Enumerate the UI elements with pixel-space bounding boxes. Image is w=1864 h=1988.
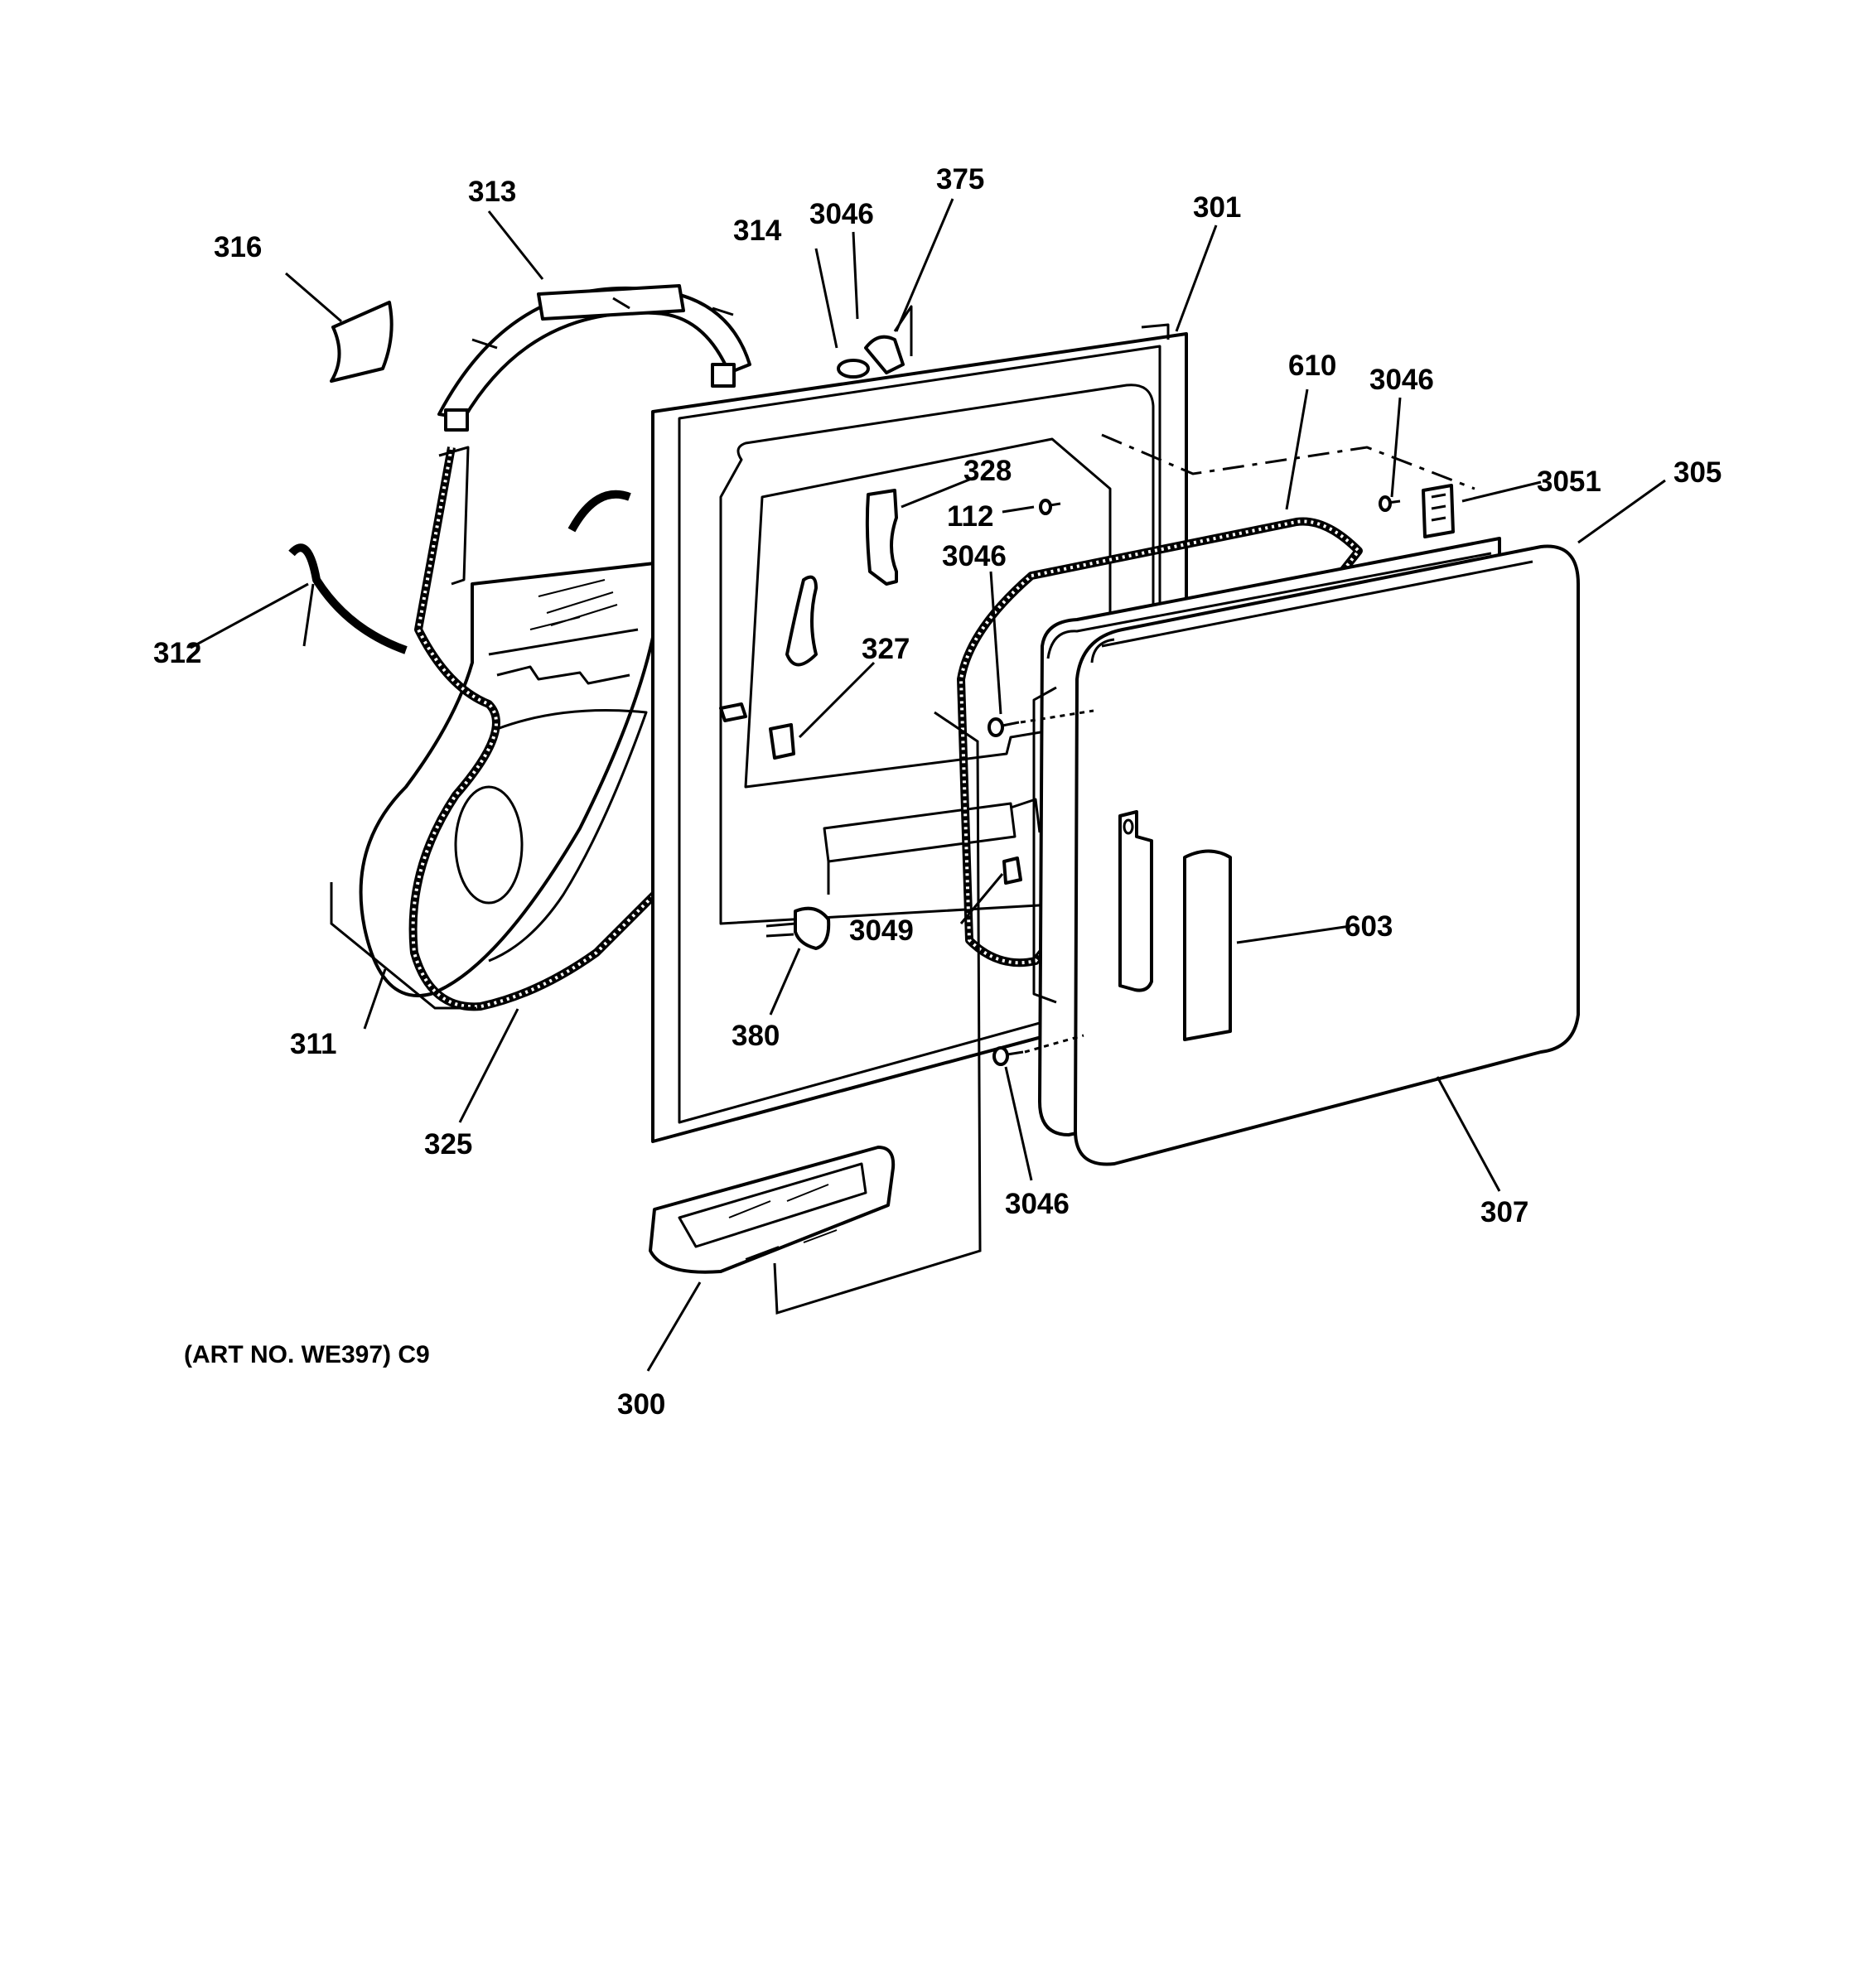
part-313-bracket (437, 284, 751, 432)
label-325: 325 (424, 1128, 472, 1160)
part-380-sensor (765, 906, 831, 950)
screw-3046-mid (988, 709, 1094, 737)
label-3046-bottom: 3046 (1005, 1188, 1070, 1220)
label-305: 305 (1673, 456, 1722, 489)
part-603-handle (1183, 849, 1232, 1041)
part-327-switch (719, 575, 818, 760)
label-312: 312 (153, 637, 201, 669)
label-3046-top: 3046 (809, 198, 874, 230)
label-3046-right: 3046 (1369, 364, 1434, 396)
part-305-outer-door (1074, 544, 1580, 1166)
part-610-door-gasket (957, 517, 1363, 967)
label-314: 314 (733, 215, 782, 247)
label-327: 327 (862, 633, 910, 665)
label-380: 380 (732, 1020, 780, 1052)
label-112: 112 (947, 500, 993, 533)
part-3049-clip (1002, 856, 1022, 885)
label-313: 313 (468, 176, 516, 208)
part-3051-hinge (1422, 484, 1455, 538)
label-603: 603 (1345, 910, 1393, 943)
screw-3046-right (1379, 495, 1401, 512)
label-300: 300 (617, 1388, 665, 1421)
label-3051: 3051 (1537, 466, 1601, 498)
part-311-bulkhead (359, 562, 656, 997)
label-3046-mid: 3046 (942, 540, 1007, 572)
label-328: 328 (963, 455, 1012, 487)
leader-lines (190, 198, 1666, 1372)
art-number-caption: (ART NO. WE397) C9 (184, 1341, 430, 1368)
label-610: 610 (1288, 350, 1336, 382)
screw-3046-lower (992, 1034, 1084, 1066)
part-316-pad (330, 301, 394, 383)
label-3049: 3049 (849, 914, 914, 947)
part-328-bracket (865, 489, 898, 586)
label-316: 316 (214, 231, 262, 263)
label-311: 311 (290, 1028, 336, 1060)
bracket-300-3049 (773, 711, 982, 1315)
label-307: 307 (1480, 1196, 1528, 1228)
label-375: 375 (936, 163, 984, 195)
bracket-311 (330, 882, 476, 1010)
assembly-line-top (1101, 433, 1475, 490)
screw-112 (1039, 499, 1061, 515)
part-300-lint-filter (649, 1146, 896, 1274)
part-314-375-latch (837, 305, 913, 379)
label-301: 301 (1193, 191, 1241, 224)
part-325-gasket (408, 446, 658, 1011)
part-312-hose (288, 490, 631, 654)
